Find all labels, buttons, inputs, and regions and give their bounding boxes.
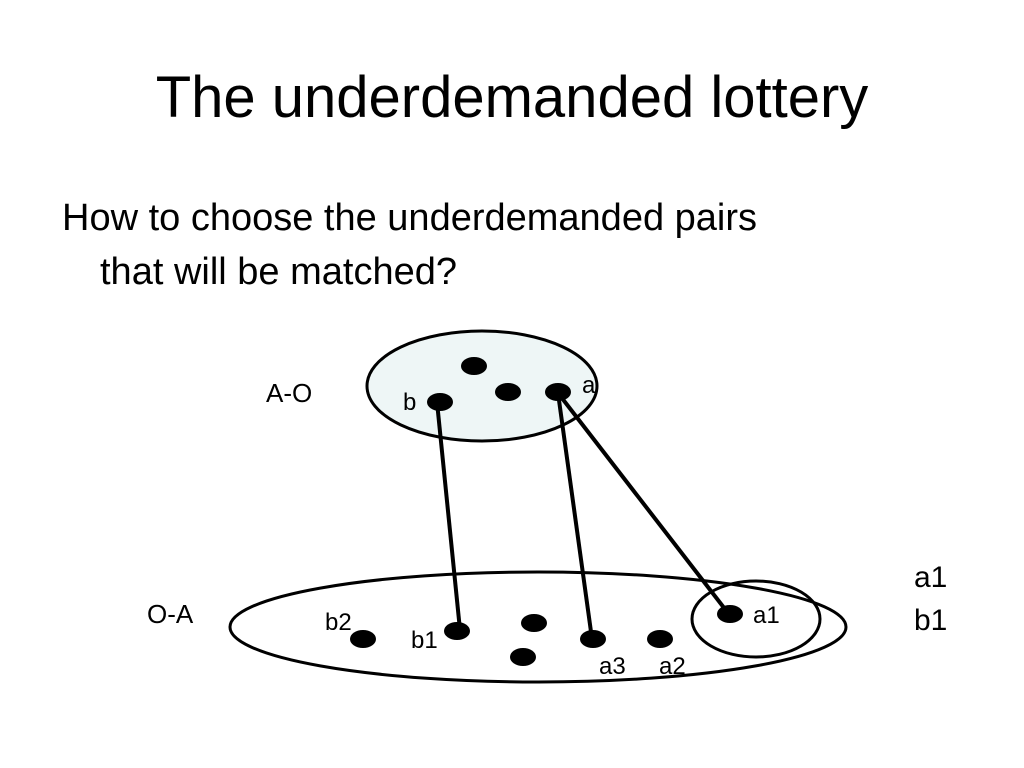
slide-title: The underdemanded lottery <box>155 65 869 130</box>
node-label-a1: a1 <box>753 602 780 629</box>
group-label-o-a: O-A <box>147 599 194 629</box>
node-b1 <box>444 622 470 640</box>
body-text: How to choose the underdemanded pairs th… <box>62 191 962 299</box>
node-a3 <box>580 630 606 648</box>
a-o-group-ellipse <box>365 329 599 443</box>
node-label-b: b <box>403 389 416 416</box>
o-a-group-ellipse <box>228 570 848 684</box>
body-line-1: How to choose the underdemanded pairs <box>62 197 758 239</box>
group-label-a-o: A-O <box>266 378 312 408</box>
node-a <box>545 383 571 401</box>
node-bottom-1 <box>521 614 547 632</box>
node-label-a2: a2 <box>659 653 686 680</box>
node-top-2 <box>495 383 521 401</box>
side-list-item-1: a1 <box>914 561 947 594</box>
node-bottom-2 <box>510 648 536 666</box>
edge-a-a3 <box>556 392 594 640</box>
node-a1 <box>717 605 743 623</box>
edge-b-b1 <box>435 401 462 631</box>
node-b <box>427 393 453 411</box>
node-label-b2: b2 <box>325 609 352 636</box>
node-label-b1: b1 <box>411 627 438 654</box>
a1-circle <box>690 579 822 659</box>
edge-a-a1 <box>556 391 730 615</box>
node-b2 <box>350 630 376 648</box>
node-a2 <box>647 630 673 648</box>
body-line-2: that will be matched? <box>100 251 457 293</box>
node-label-a: a <box>582 372 596 399</box>
node-label-a3: a3 <box>599 653 626 680</box>
node-top-1 <box>461 357 487 375</box>
side-list-item-2: b1 <box>914 604 947 637</box>
